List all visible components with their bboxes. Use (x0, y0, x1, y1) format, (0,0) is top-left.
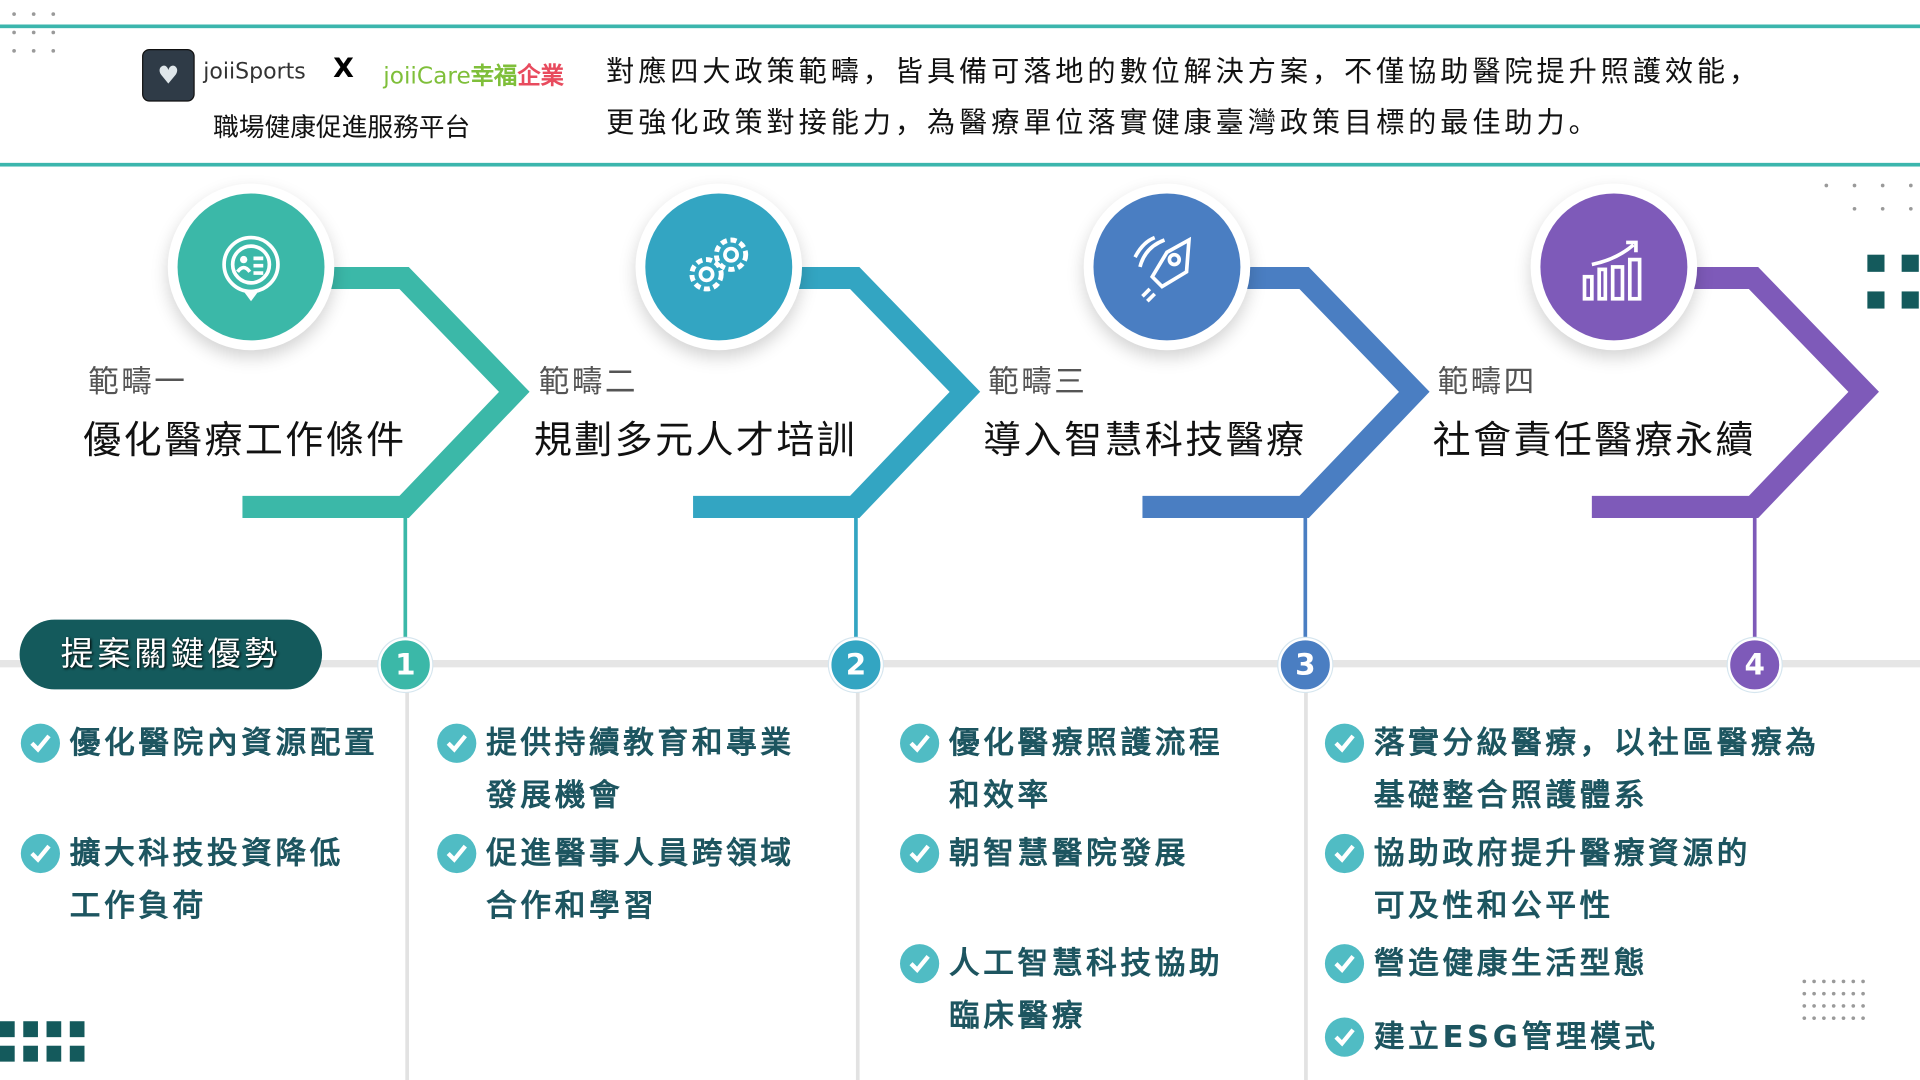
advantage-item: 優化醫院內資源配置 (20, 716, 379, 769)
joiisports-logo-text: joiiSports (203, 58, 306, 85)
check-icon (437, 833, 477, 874)
decor-square (0, 1045, 15, 1062)
category-label: 範疇四 (1437, 363, 1537, 400)
advantage-item: 促進醫事人員跨領域 合作和學習 (437, 827, 795, 932)
step-number-4: 4 (1727, 637, 1782, 692)
check-icon (437, 723, 477, 763)
key-advantages-badge: 提案關鍵優勢 (19, 619, 323, 690)
check-icon (1324, 833, 1365, 874)
growth-chart-icon (1540, 193, 1688, 341)
decor-square (46, 1045, 62, 1062)
column-separator (405, 685, 409, 1080)
advantage-text: 促進醫事人員跨領域 合作和學習 (486, 835, 795, 924)
decor-square (69, 1021, 85, 1038)
advantage-text: 優化醫院內資源配置 (69, 724, 379, 761)
advantage-text: 營造健康生活型態 (1373, 945, 1649, 981)
decor-square (46, 1021, 62, 1038)
category-label: 範疇二 (538, 363, 638, 400)
check-icon (900, 723, 940, 763)
decor-square (69, 1045, 85, 1062)
decor-square (1901, 291, 1919, 309)
decor-dots-topleft (12, 12, 71, 53)
category-1-badge (167, 183, 335, 351)
advantage-item: 朝智慧醫院發展 (900, 827, 1189, 880)
joiisports-logo-icon: ♥ (142, 48, 195, 102)
logo-separator: X (333, 53, 354, 85)
column-separator (1304, 685, 1308, 1080)
rocket-icon (1093, 193, 1241, 341)
category-label: 範疇一 (88, 363, 188, 400)
step-number-1: 1 (378, 637, 433, 692)
category-title: 優化醫療工作條件 (83, 418, 407, 463)
joiicare-logo-c: 企業 (517, 62, 564, 90)
decor-dots-bottomright (1802, 979, 1871, 1021)
chevron-2 (693, 266, 981, 518)
chevron-4 (1591, 266, 1879, 518)
timeline-bar (0, 660, 1920, 668)
check-icon (900, 944, 940, 984)
advantage-item: 建立ESG管理模式 (1324, 1010, 1659, 1063)
advantage-text: 人工智慧科技協助 臨床醫療 (948, 945, 1224, 1034)
category-2-badge (635, 183, 803, 351)
advantage-item: 協助政府提升醫療資源的 可及性和公平性 (1324, 827, 1752, 932)
gears-icon (645, 193, 793, 341)
check-icon (20, 833, 61, 874)
header-divider (0, 162, 1920, 167)
decor-square (23, 1045, 38, 1062)
check-icon (1324, 1017, 1365, 1057)
check-icon (20, 723, 61, 763)
header-description: 對應四大政策範疇，皆具備可落地的數位解決方案，不僅協助醫院提升照護效能， 更強化… (606, 47, 1761, 150)
category-title: 規劃多元人才培訓 (533, 418, 858, 463)
decor-square (1867, 291, 1885, 309)
decor-square (23, 1021, 38, 1038)
top-divider (0, 24, 1920, 29)
column-separator (855, 685, 860, 1080)
joiicare-logo-a: joiiCare (383, 62, 471, 90)
advantage-text: 建立ESG管理模式 (1373, 1018, 1659, 1055)
platform-name: 職場健康促進服務平台 (213, 112, 471, 143)
advantage-text: 朝智慧醫院發展 (948, 835, 1190, 871)
decor-dots-topright (1824, 183, 1920, 211)
joiicare-logo: joiiCare幸福企業 (383, 58, 564, 91)
description-line-2: 更強化政策對接能力，為醫療單位落實健康臺灣政策目標的最佳助力。 (606, 107, 1601, 140)
advantage-item: 營造健康生活型態 (1324, 937, 1649, 990)
advantage-item: 提供持續教育和專業 發展機會 (437, 716, 795, 821)
category-4-badge (1530, 183, 1698, 351)
advantage-text: 優化醫療照護流程 和效率 (948, 724, 1224, 814)
check-icon (900, 833, 940, 874)
advantage-item: 落實分級醫療，以社區醫療為 基礎整合照護體系 (1324, 716, 1820, 821)
chat-person-icon (177, 193, 325, 341)
advantage-item: 優化醫療照護流程 和效率 (900, 716, 1223, 821)
category-title: 導入智慧科技醫療 (983, 418, 1307, 463)
joiicare-logo-b: 幸福 (470, 62, 518, 90)
description-line-1: 對應四大政策範疇，皆具備可落地的數位解決方案，不僅協助醫院提升照護效能， (606, 56, 1762, 89)
decor-square (1901, 254, 1919, 272)
advantage-text: 協助政府提升醫療資源的 可及性和公平性 (1373, 835, 1752, 924)
check-icon (1324, 944, 1365, 984)
category-3-badge (1083, 183, 1251, 351)
advantage-item: 擴大科技投資降低 工作負荷 (20, 827, 345, 932)
category-title: 社會責任醫療永續 (1432, 418, 1756, 463)
chevron-3 (1142, 266, 1430, 518)
decor-square (0, 1021, 15, 1038)
category-label: 範疇三 (988, 363, 1088, 400)
advantage-text: 落實分級醫療，以社區醫療為 基礎整合照護體系 (1373, 724, 1820, 814)
step-number-2: 2 (828, 637, 883, 692)
chevron-1 (242, 266, 530, 518)
advantage-text: 擴大科技投資降低 工作負荷 (69, 835, 345, 924)
step-number-3: 3 (1278, 637, 1333, 692)
advantage-text: 提供持續教育和專業 發展機會 (486, 724, 795, 814)
advantage-item: 人工智慧科技協助 臨床醫療 (900, 937, 1223, 1042)
decor-square (1867, 254, 1885, 272)
check-icon (1324, 723, 1365, 763)
